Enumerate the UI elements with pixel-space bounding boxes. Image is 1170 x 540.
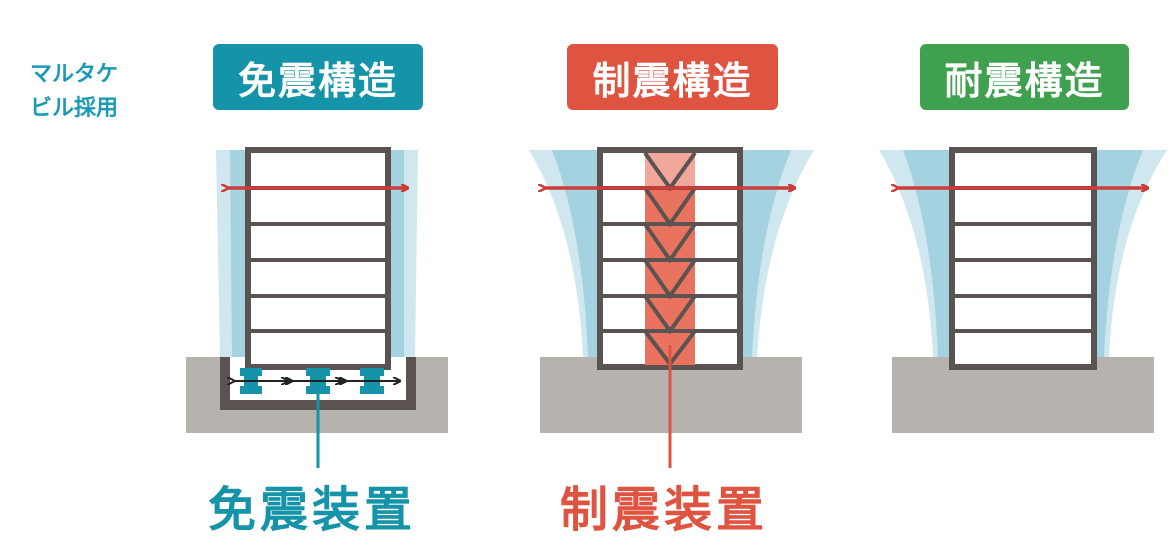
badge-vibration-control: 制震構造 bbox=[567, 44, 778, 110]
label-damping-device: 制震装置 bbox=[560, 482, 769, 538]
structure-diagram bbox=[186, 147, 1167, 468]
note-line-1: マルタケ bbox=[30, 62, 119, 87]
note-adopted-by-marutake: マルタケ ビル採用 bbox=[30, 58, 118, 126]
building-seismic-isolation bbox=[186, 147, 448, 468]
note-line-2: ビル採用 bbox=[30, 96, 119, 121]
badge-earthquake-resistant: 耐震構造 bbox=[920, 44, 1129, 110]
building-earthquake-resistant bbox=[879, 147, 1167, 433]
badge-seismic-isolation: 免震構造 bbox=[213, 44, 423, 110]
building-vibration-control bbox=[529, 147, 814, 468]
label-isolation-device: 免震装置 bbox=[208, 482, 417, 538]
